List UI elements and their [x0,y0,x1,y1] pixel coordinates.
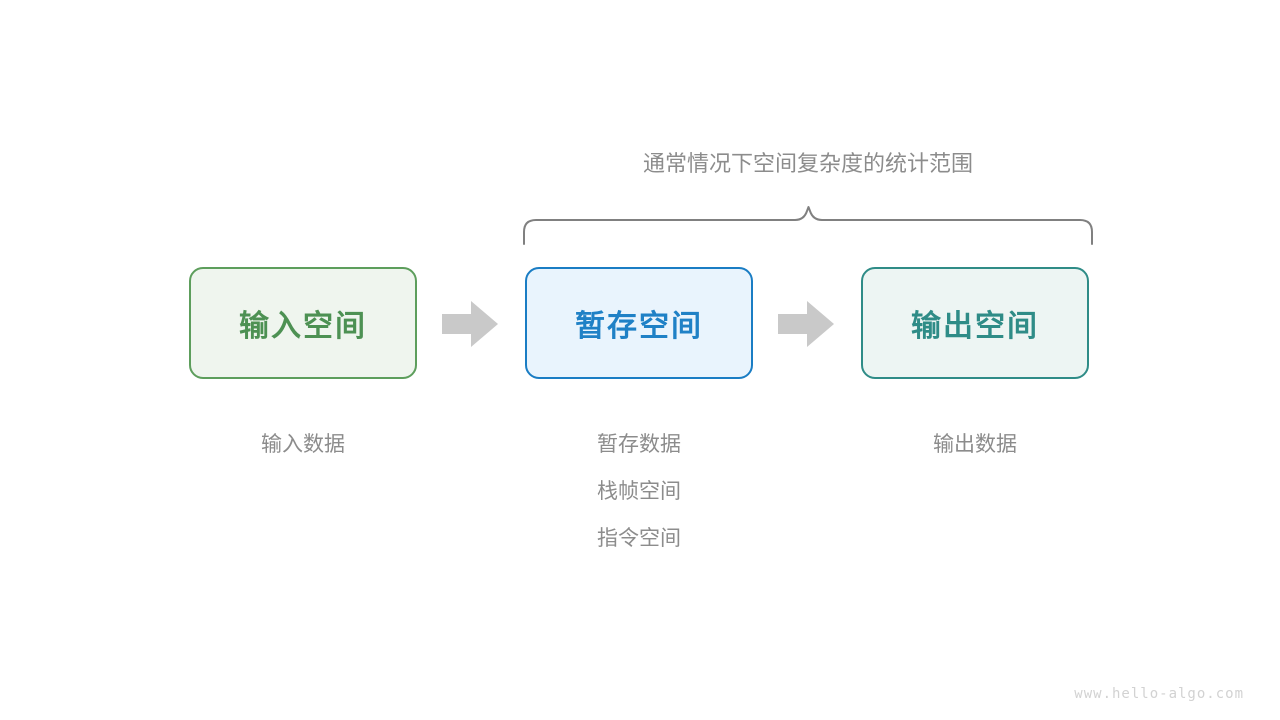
box-input-space[interactable]: 输入空间 [189,267,417,379]
box-input-space-label: 输入空间 [239,310,367,343]
arrow-input-to-temp-icon [442,301,498,347]
box-output-space[interactable]: 输出空间 [861,267,1089,379]
sublabel-temp-2: 指令空间 [597,527,681,550]
box-temp-space[interactable]: 暂存空间 [525,267,753,379]
scope-caption-emphasis: 空间复杂度 [752,151,863,176]
scope-brace [518,198,1098,252]
scope-caption: 通常情况下空间复杂度的统计范围 [524,146,1092,178]
box-output-space-label: 输出空间 [911,310,1039,343]
sublabels-output: 输出数据 [861,421,1089,468]
scope-caption-prefix: 通常情况下 [642,151,753,176]
arrow-temp-to-output-icon [778,301,834,347]
brace-icon [523,206,1093,245]
sublabel-temp-1: 栈帧空间 [597,480,681,503]
sublabels-temp: 暂存数据 栈帧空间 指令空间 [525,421,753,562]
scope-caption-suffix: 的统计范围 [863,151,974,176]
sublabel-output-0: 输出数据 [933,433,1017,456]
sublabel-input-0: 输入数据 [261,433,345,456]
sublabels-input: 输入数据 [189,421,417,468]
sublabel-temp-0: 暂存数据 [597,433,681,456]
watermark: www.hello-algo.com [1074,686,1244,702]
box-temp-space-label: 暂存空间 [575,310,703,343]
